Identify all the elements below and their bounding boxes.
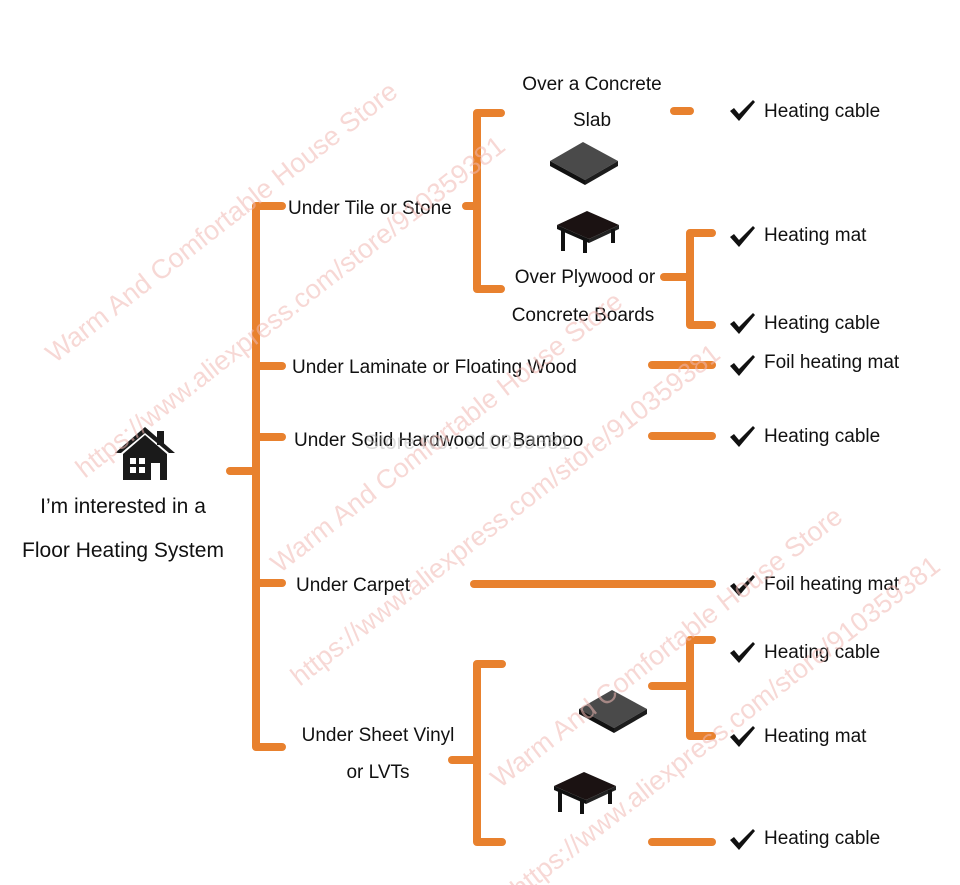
outcome-plywood-heating-cable: Heating cable <box>764 313 881 334</box>
outcome-plywood-heating-mat: Heating mat <box>764 225 867 246</box>
subcategory-concrete-line2: Slab <box>572 110 612 131</box>
plywood-board-icon <box>557 211 619 253</box>
checkmark-icon <box>730 829 755 850</box>
category-hardwood: Under Solid Hardwood or Bamboo <box>294 430 584 451</box>
category-carpet: Under Carpet <box>296 575 411 596</box>
outcome-vinyl-heating-mat: Heating mat <box>764 726 867 747</box>
checkmark-icon <box>730 726 755 747</box>
root-title-line1: I’m interested in a <box>40 495 206 518</box>
plywood-board-icon <box>554 772 616 814</box>
outcome-hardwood-heating-cable: Heating cable <box>764 426 881 447</box>
concrete-slab-icon <box>579 690 647 733</box>
checkmark-icon <box>730 575 755 596</box>
category-laminate: Under Laminate or Floating Wood <box>292 357 577 378</box>
outcome-vinyl-heating-cable-top: Heating cable <box>764 642 881 663</box>
category-vinyl-line2: or LVTs <box>346 762 410 783</box>
checkmark-icon <box>730 355 755 376</box>
category-tile-stone: Under Tile or Stone <box>288 198 452 219</box>
outcome-vinyl-heating-cable-bottom: Heating cable <box>764 828 881 849</box>
checkmark-icon <box>730 226 755 247</box>
subcategory-plywood-line2: Concrete Boards <box>511 305 655 326</box>
root-title-line2: Floor Heating System <box>22 539 224 562</box>
checkmark-icon <box>730 426 755 447</box>
checkmark-icon <box>730 642 755 663</box>
subcategory-plywood-line1: Over Plywood or <box>514 267 656 288</box>
concrete-slab-icon <box>550 142 618 185</box>
outcome-carpet-foil-mat: Foil heating mat <box>764 574 900 595</box>
subcategory-concrete-line1: Over a Concrete <box>522 74 662 95</box>
category-vinyl-line1: Under Sheet Vinyl <box>301 725 455 746</box>
checkmark-icon <box>730 100 755 121</box>
outcome-concrete-heating-cable: Heating cable <box>764 101 881 122</box>
house-icon <box>115 427 175 480</box>
outcome-laminate-foil-mat: Foil heating mat <box>764 352 900 373</box>
checkmark-icon <box>730 313 755 334</box>
